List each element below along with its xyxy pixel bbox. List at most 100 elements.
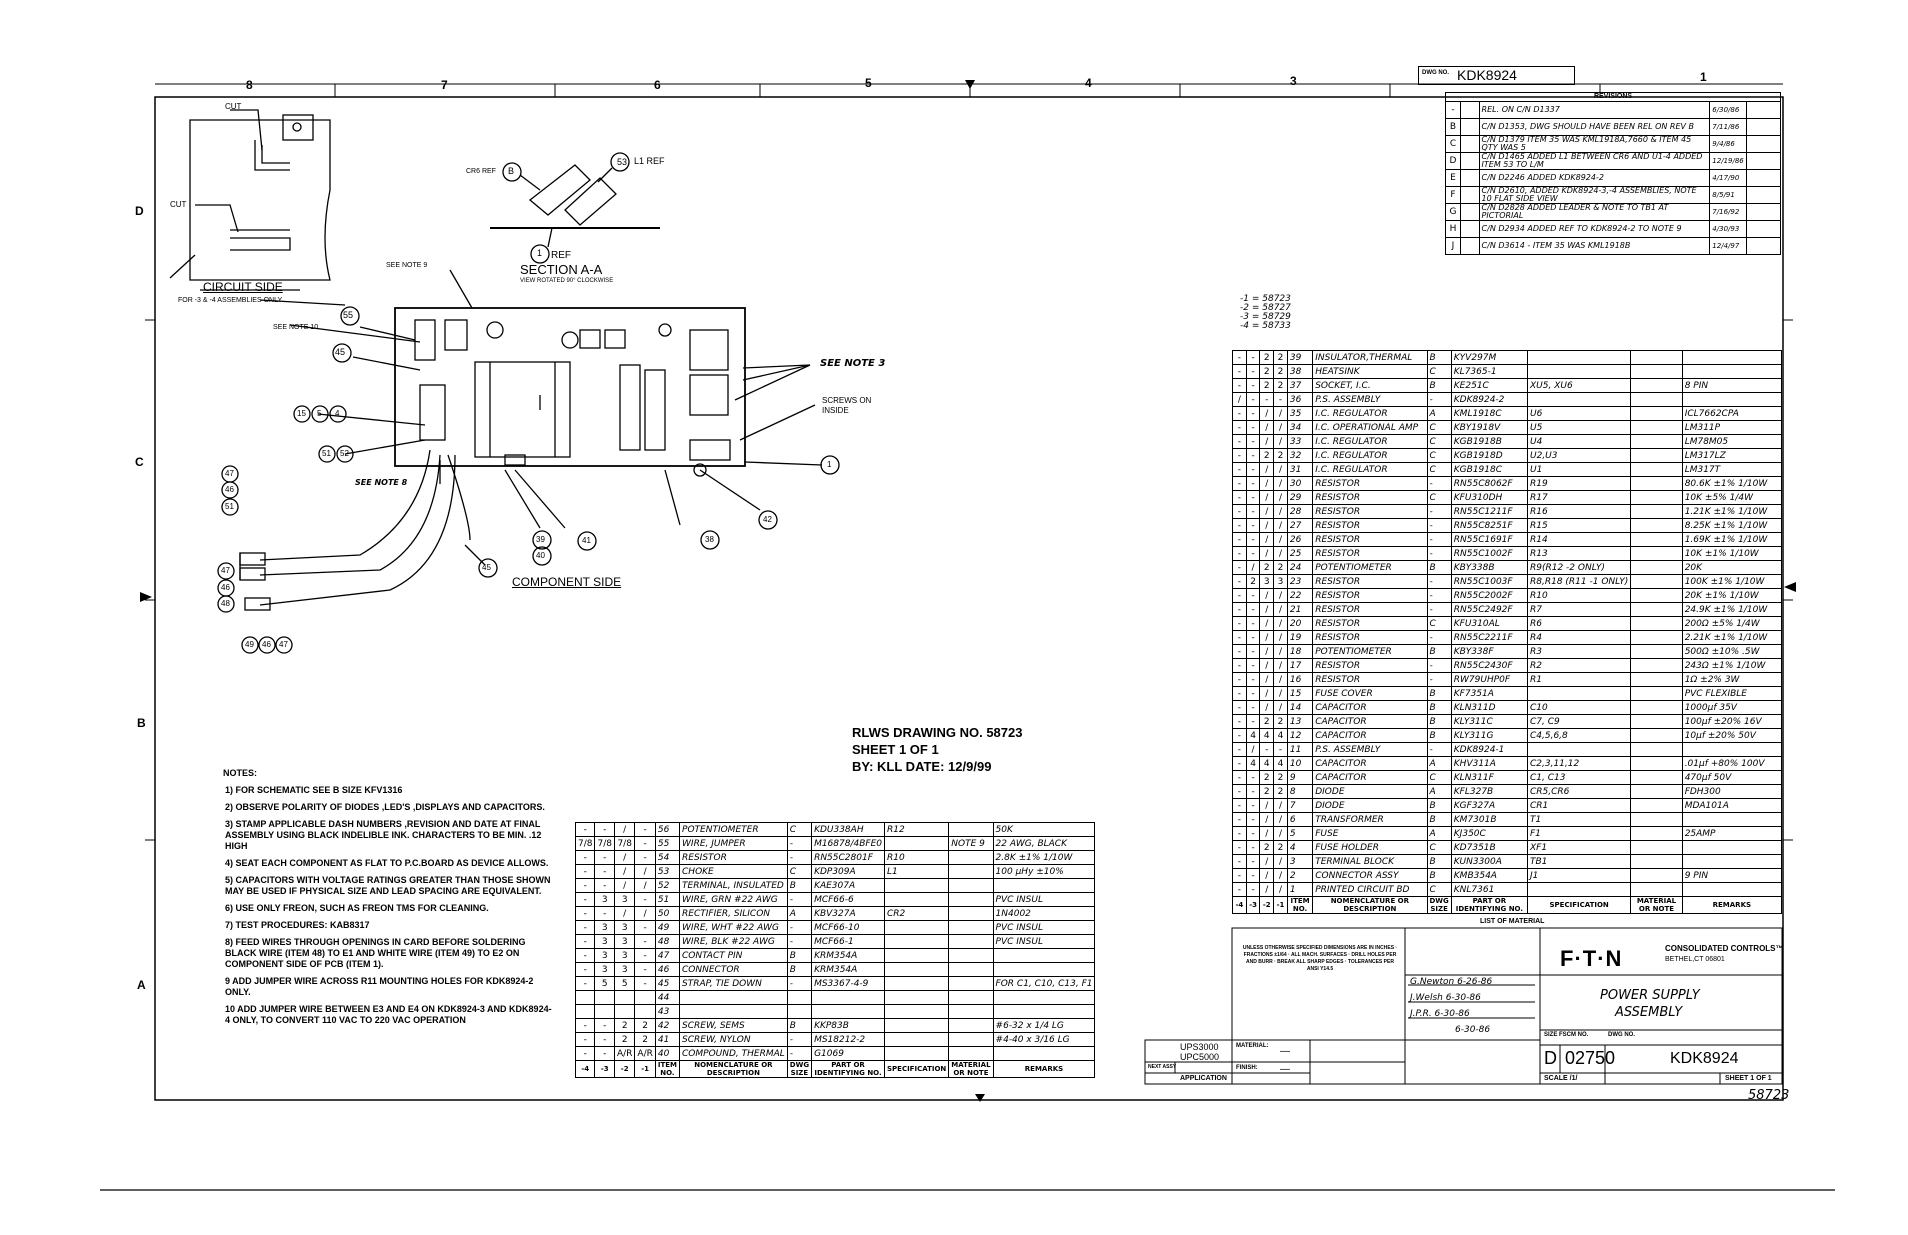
bom-dash-header: -1 [634, 1060, 656, 1078]
bom-column-header: NOMENCLATURE OR DESCRIPTION [1312, 896, 1428, 914]
revision-date: 7/11/86 [1709, 118, 1747, 136]
list-of-material-label: LIST OF MATERIAL [1480, 918, 1545, 925]
fscm-value: 02750 [1565, 1048, 1616, 1068]
note-item: 5) CAPACITORS WITH VOLTAGE RATINGS GREAT… [225, 875, 551, 896]
bom-column-header: REMARKS [992, 1060, 1096, 1078]
circuit-side-sub: FOR -3 & -4 ASSEMBLIES ONLY [178, 297, 283, 304]
zone-4: 4 [1085, 76, 1092, 90]
revision-ltr: C [1445, 135, 1461, 153]
next-assy-2: UPC5000 [1180, 1052, 1220, 1062]
checked-by: J.Welsh 6-30-86 [1410, 993, 1481, 1003]
material-value: — [1280, 1046, 1290, 1057]
bom-column-header: DWG SIZE [1426, 896, 1452, 914]
pcb-outline [394, 307, 746, 467]
transformer-outline [474, 361, 571, 458]
size-value: D [1544, 1048, 1557, 1068]
ref-label: REF [551, 250, 571, 261]
bom-item-no: 53 [654, 864, 681, 879]
bom-item-no: 31 [1286, 462, 1314, 477]
bom-column-header: NOMENCLATURE OR DESCRIPTION [679, 1060, 788, 1078]
rlws-stamp: RLWS DRAWING NO. 58723 SHEET 1 OF 1 BY: … [852, 725, 1023, 774]
bom-qty: / [634, 878, 656, 893]
bom-dash-header: -3 [594, 1060, 615, 1078]
revision-ltr: J [1445, 237, 1461, 255]
sheet-value: SHEET 1 OF 1 [1725, 1075, 1772, 1082]
dash-number-item: -3 = 58729 [1240, 312, 1291, 322]
drawn-by: G.Newton 6-26-86 [1410, 977, 1493, 987]
company-name: CONSOLIDATED CONTROLS™ [1665, 944, 1784, 953]
released-date: 6-30-86 [1455, 1025, 1491, 1035]
note-item: 1) FOR SCHEMATIC SEE B SIZE KFV1316 [225, 785, 403, 795]
bom-qty: - [634, 962, 656, 977]
bom-column-header: ITEM NO. [654, 1060, 681, 1078]
bom-dwg-size: B [1426, 868, 1452, 883]
bom-column-header: ITEM NO. [1286, 896, 1314, 914]
bom-column-header: MATERIAL OR NOTE [1630, 896, 1683, 914]
scale-value: SCALE /1/ [1544, 1075, 1578, 1082]
circuit-side-label: CIRCUIT SIDE [203, 280, 283, 294]
dwg-no-top: KDK8924 [1457, 67, 1517, 83]
bom-item-no: 18 [1286, 644, 1314, 659]
revision-date: 12/4/97 [1709, 237, 1747, 255]
bom-column-header: SPECIFICATION [1526, 896, 1632, 914]
component-side-label: COMPONENT SIDE [512, 575, 622, 589]
see-note-9-label: SEE NOTE 9 [386, 262, 428, 269]
bom-item-no: 15 [1286, 686, 1314, 701]
approved-by: J.P.R. 6-30-86 [1410, 1009, 1470, 1019]
note-item: 4) SEAT EACH COMPONENT AS FLAT TO P.C.BO… [225, 858, 549, 868]
zone-c: C [135, 455, 144, 469]
note-item: 3) STAMP APPLICABLE DASH NUMBERS ,REVISI… [225, 819, 542, 851]
bom-column-header: PART OR IDENTIFYING NO. [1450, 896, 1529, 914]
title-line-1: POWER SUPPLY [1600, 988, 1700, 1003]
bom-dash-header: -4 [574, 1060, 596, 1078]
bom-column-header: REMARKS [1681, 896, 1783, 914]
note-item: 9 ADD JUMPER WIRE ACROSS R11 MOUNTING HO… [225, 976, 534, 997]
dwg-no-box: DWG NO. KDK8924 [1418, 66, 1575, 85]
revisions-header: REVISIONS [1445, 92, 1781, 101]
bom-qty: 3 [594, 920, 615, 935]
note-item: 10 ADD JUMPER WIRE BETWEEN E3 AND E4 ON … [225, 1004, 552, 1025]
see-note-8-label: SEE NOTE 8 [355, 478, 408, 487]
bom-item-no: 22 [1286, 588, 1314, 603]
cut-label-mid: CUT [170, 200, 187, 209]
bom-qty: 3 [594, 934, 615, 949]
dash-number-item: -2 = 58727 [1240, 303, 1291, 313]
zone-b: B [137, 716, 146, 730]
bom-dwg-size: - [786, 836, 813, 851]
zone-d: D [135, 204, 144, 218]
revision-desc: C/N D3614 - ITEM 35 WAS KML1918B [1478, 237, 1711, 255]
company-city: BETHEL,CT 06801 [1665, 956, 1725, 963]
bom-column-header: PART OR IDENTIFYING NO. [811, 1060, 885, 1078]
revision-approval [1745, 237, 1782, 255]
dwg-no-title: KDK8924 [1670, 1050, 1739, 1067]
